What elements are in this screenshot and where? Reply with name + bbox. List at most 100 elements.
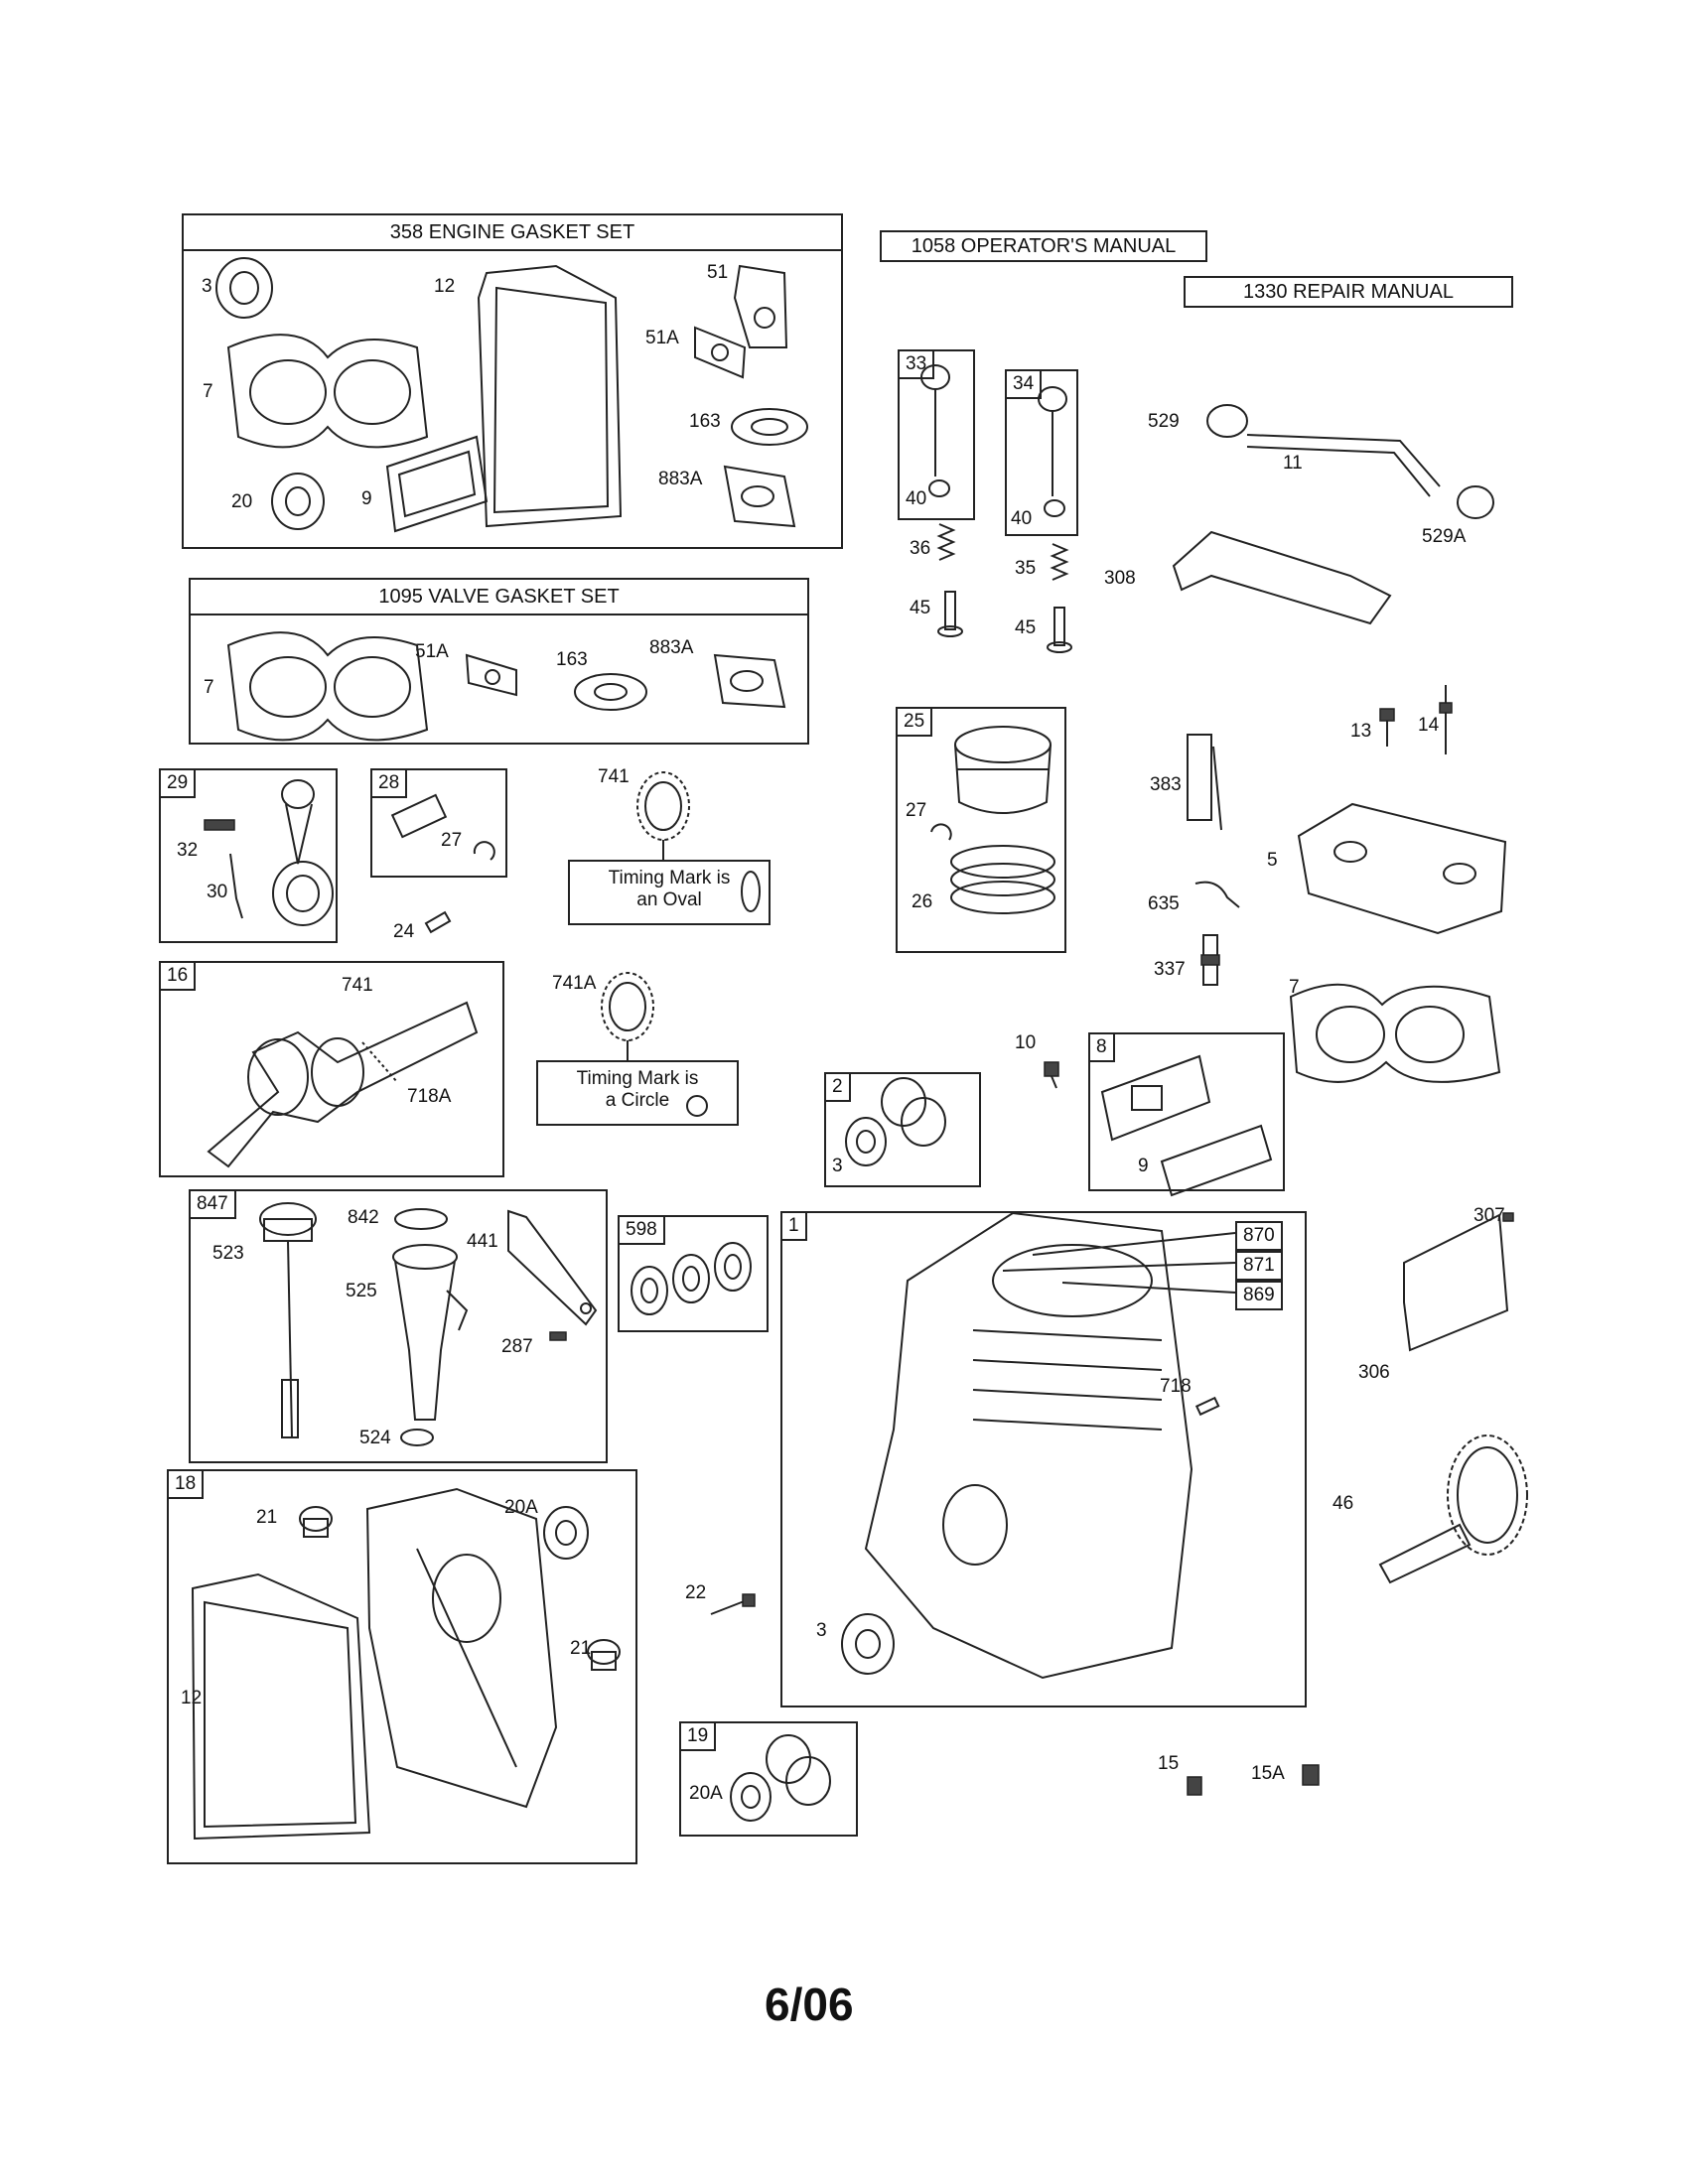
label-3-crankcase: 3 xyxy=(816,1620,827,1641)
egs-head-gasket-icon xyxy=(226,334,429,449)
breather-gasket-icon xyxy=(1160,1124,1273,1197)
box-19 xyxy=(679,1721,858,1837)
label-9-breather: 9 xyxy=(1138,1156,1149,1176)
air-guide-308-icon xyxy=(1172,530,1392,625)
oval-mark-icon xyxy=(741,871,761,912)
pin-clip-27-icon xyxy=(473,841,495,861)
box-598 xyxy=(618,1215,769,1332)
vgs-label-163: 163 xyxy=(556,649,588,670)
vgs-label-51a: 51A xyxy=(415,641,449,662)
label-15: 15 xyxy=(1158,1753,1180,1774)
label-383: 383 xyxy=(1150,774,1182,795)
label-22: 22 xyxy=(685,1582,707,1603)
label-308: 308 xyxy=(1104,568,1136,589)
spring-35-icon xyxy=(1050,543,1069,581)
tag-1: 1 xyxy=(780,1211,807,1241)
egs-label-9: 9 xyxy=(361,488,372,509)
valve-34-icon xyxy=(1038,386,1067,517)
label-306: 306 xyxy=(1358,1362,1390,1383)
egs-gasket-9-icon xyxy=(385,435,489,533)
label-20a-bush: 20A xyxy=(689,1783,723,1804)
sump-cover-icon xyxy=(365,1487,558,1809)
connecting-rod-icon xyxy=(272,779,334,926)
shim-598-icon xyxy=(631,1242,752,1315)
cylinder-block-icon xyxy=(864,1211,1236,1680)
circle-mark-icon xyxy=(686,1095,708,1117)
seal-20a-box19-icon xyxy=(730,1772,772,1822)
piston-icon xyxy=(954,726,1052,814)
label-35: 35 xyxy=(1015,558,1037,579)
wrist-pin-icon xyxy=(390,793,448,839)
timing-gear-741a-icon xyxy=(601,972,654,1060)
egs-label-12: 12 xyxy=(434,276,456,297)
valve-33-icon xyxy=(920,364,950,497)
dipstick-icon xyxy=(281,1240,299,1438)
screw-10-icon xyxy=(1044,1061,1059,1089)
plug-15a-icon xyxy=(1302,1764,1320,1786)
bushing-icon xyxy=(881,1077,946,1147)
egs-gasket-163-icon xyxy=(731,408,808,446)
label-27-pin: 27 xyxy=(441,830,463,851)
piston-rings-icon xyxy=(950,845,1055,914)
label-46: 46 xyxy=(1333,1493,1354,1514)
repair-manual-box: 1330 REPAIR MANUAL xyxy=(1184,276,1513,308)
rod-bolt-32-icon xyxy=(204,819,235,831)
label-718: 718 xyxy=(1160,1376,1192,1397)
label-36: 36 xyxy=(910,538,931,559)
box-847 xyxy=(189,1189,608,1463)
breather-icon xyxy=(1100,1054,1211,1142)
valve-gasket-set-box: 1095 VALVE GASKET SET xyxy=(189,578,809,745)
egs-label-51a: 51A xyxy=(645,328,679,348)
box-33 xyxy=(898,349,975,520)
engine-gasket-set-box: 358 ENGINE GASKET SET xyxy=(182,213,843,549)
label-287: 287 xyxy=(501,1336,533,1357)
stud-14-icon xyxy=(1439,685,1453,754)
spring-36-icon xyxy=(936,523,956,561)
box-28 xyxy=(370,768,507,878)
crankshaft-icon xyxy=(207,1001,479,1168)
screw-287-icon xyxy=(549,1331,567,1341)
label-3-seal: 3 xyxy=(832,1156,843,1176)
label-524: 524 xyxy=(359,1428,391,1448)
label-635: 635 xyxy=(1148,893,1180,914)
seal-3-box2-icon xyxy=(845,1117,887,1166)
tag-869: 869 xyxy=(1235,1281,1283,1310)
tag-18: 18 xyxy=(167,1469,205,1499)
clip-27-icon xyxy=(930,823,952,841)
label-13: 13 xyxy=(1350,721,1372,742)
breather-tube-11-icon xyxy=(1246,434,1441,497)
tag-870: 870 xyxy=(1235,1221,1283,1251)
label-24: 24 xyxy=(393,921,415,942)
egs-gasket-51-icon xyxy=(733,264,788,348)
box-1 xyxy=(780,1211,1307,1707)
tag-847: 847 xyxy=(189,1189,236,1219)
label-10: 10 xyxy=(1015,1032,1037,1053)
vgs-gasket-883a-icon xyxy=(713,653,786,709)
plug-21-bottom-icon xyxy=(587,1639,621,1671)
egs-base-gasket-12-icon xyxy=(477,264,623,528)
egs-seal-3-icon xyxy=(215,257,273,319)
dipstick-tube-icon xyxy=(392,1244,469,1421)
tag-598: 598 xyxy=(618,1215,665,1245)
label-12-cover: 12 xyxy=(181,1688,203,1708)
engine-gasket-set-title: 358 ENGINE GASKET SET xyxy=(184,215,841,251)
egs-gasket-883a-icon xyxy=(723,465,796,528)
page-footer-date: 6/06 xyxy=(765,1979,854,2030)
egs-seal-20-icon xyxy=(271,473,325,530)
timing-mark-oval-note: Timing Mark is an Oval xyxy=(568,860,771,925)
label-40-a: 40 xyxy=(906,488,927,509)
timing-gear-741-icon xyxy=(636,771,690,860)
head-gasket-7-icon xyxy=(1289,983,1501,1083)
vgs-head-gasket-icon xyxy=(226,631,429,742)
bolt-22-icon xyxy=(710,1593,756,1615)
egs-label-20: 20 xyxy=(231,491,253,512)
tag-2: 2 xyxy=(824,1072,851,1102)
grommet-529-icon xyxy=(1206,404,1248,438)
label-30: 30 xyxy=(207,882,228,902)
label-7-head-gasket: 7 xyxy=(1289,977,1300,998)
label-45-a: 45 xyxy=(910,598,931,618)
plug-15-icon xyxy=(1187,1776,1202,1796)
o-ring-524-icon xyxy=(400,1429,434,1446)
dowel-718-icon xyxy=(1194,1396,1220,1417)
tag-16: 16 xyxy=(159,961,197,991)
